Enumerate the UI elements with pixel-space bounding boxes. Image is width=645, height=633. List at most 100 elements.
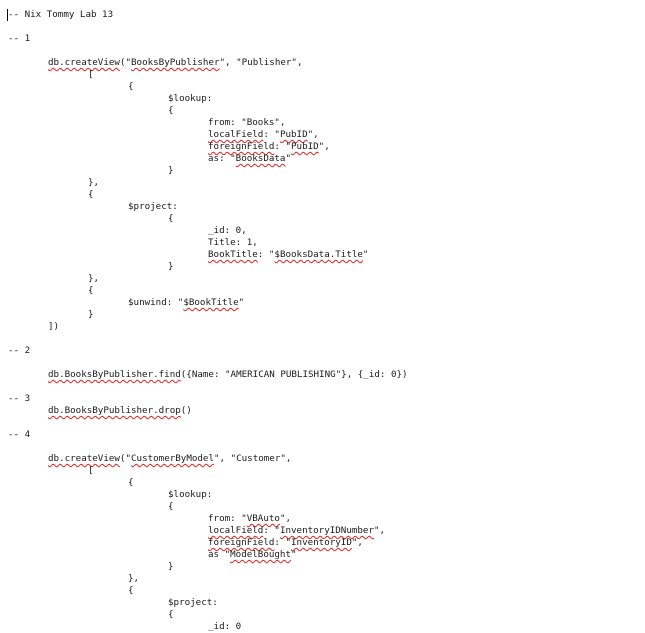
code-text: () bbox=[180, 405, 192, 416]
code-text: Title: 1, bbox=[208, 237, 258, 248]
spellcheck-flagged-word: db.BooksByPublisher.find bbox=[48, 369, 181, 380]
code-text: } bbox=[88, 309, 94, 320]
code-text: }, bbox=[88, 273, 100, 284]
code-line: { bbox=[168, 501, 174, 513]
spellcheck-flagged-word: db.createView bbox=[48, 57, 120, 68]
spellcheck-flagged-word: foreignField bbox=[208, 141, 275, 152]
code-text: $lookup: bbox=[168, 93, 213, 104]
code-text: _id: 0, bbox=[208, 225, 247, 236]
code-line: $unwind: "$BookTitle" bbox=[128, 297, 244, 309]
code-text: : " bbox=[257, 249, 275, 260]
code-line: db.createView("BooksByPublisher", "Publi… bbox=[48, 57, 303, 69]
code-line: ]) bbox=[48, 321, 59, 333]
code-text: { bbox=[168, 213, 174, 224]
code-line: _id: 0, bbox=[208, 225, 247, 237]
spellcheck-flagged-word: $BookTitle bbox=[183, 297, 239, 308]
code-text: " bbox=[285, 153, 292, 164]
spellcheck-flagged-word: foreignField bbox=[208, 537, 275, 548]
code-line: { bbox=[88, 285, 94, 297]
code-text: $project: bbox=[128, 201, 178, 212]
code-text: _id: 0 bbox=[208, 621, 242, 632]
code-line: }, bbox=[88, 177, 99, 189]
code-text: " bbox=[291, 549, 297, 560]
code-line: BookTitle: "$BooksData.Title" bbox=[208, 249, 368, 261]
spellcheck-flagged-word: InventoryIDNumber bbox=[279, 525, 374, 536]
spellcheck-flagged-word: db.createView bbox=[48, 453, 120, 464]
code-text: { bbox=[168, 609, 174, 620]
code-text: $unwind: " bbox=[128, 297, 184, 308]
code-line: { bbox=[168, 609, 174, 621]
spellcheck-flagged-word: BooksByPublisher bbox=[131, 57, 220, 68]
code-line: Title: 1, bbox=[208, 237, 258, 249]
comment-line: -- 3 bbox=[8, 393, 30, 405]
spellcheck-flagged-word: localField bbox=[208, 525, 264, 536]
code-text: -- 2 bbox=[8, 345, 31, 356]
code-text: ]) bbox=[48, 321, 60, 332]
code-text: ", bbox=[351, 537, 363, 548]
code-text: { bbox=[88, 285, 94, 296]
code-text: }, bbox=[88, 177, 100, 188]
code-text: { bbox=[168, 105, 174, 116]
code-text: { bbox=[128, 81, 134, 92]
code-line: { bbox=[128, 81, 134, 93]
comment-line: -- Nix Tommy Lab 13 bbox=[8, 9, 113, 21]
code-text: ({Name: "AMERICAN PUBLISHING"}, {_id: 0}… bbox=[180, 369, 408, 380]
code-line: localField: "PubID", bbox=[208, 129, 319, 141]
code-line: } bbox=[168, 261, 174, 273]
code-line: from: "VBAuto", bbox=[208, 513, 291, 525]
code-line: [ bbox=[88, 465, 94, 477]
spellcheck-flagged-word: BookTitle bbox=[208, 249, 258, 260]
code-text: { bbox=[168, 501, 174, 512]
code-line: _id: 0 bbox=[208, 621, 241, 633]
code-text: { bbox=[128, 477, 134, 488]
code-line: $lookup: bbox=[168, 489, 212, 501]
code-line: { bbox=[128, 585, 134, 597]
code-line: $project: bbox=[128, 201, 178, 213]
code-line: $project: bbox=[168, 597, 218, 609]
code-text: -- Nix Tommy Lab 13 bbox=[8, 9, 114, 20]
code-text: : " bbox=[274, 537, 291, 548]
code-line: foreignField: "PubID", bbox=[208, 141, 330, 153]
code-line: }, bbox=[88, 273, 99, 285]
code-line: localField: "InventoryIDNumber", bbox=[208, 525, 385, 537]
text-cursor bbox=[7, 9, 8, 21]
code-text: from: " bbox=[208, 513, 247, 524]
spellcheck-flagged-word: BooksData bbox=[235, 153, 286, 164]
code-text: : " bbox=[274, 141, 291, 152]
spellcheck-flagged-word: localField bbox=[208, 129, 264, 140]
code-line: }, bbox=[128, 573, 139, 585]
code-text: { bbox=[88, 189, 94, 200]
code-line: db.BooksByPublisher.find({Name: "AMERICA… bbox=[48, 369, 408, 381]
code-line: } bbox=[168, 165, 174, 177]
code-text: } bbox=[168, 261, 174, 272]
code-line: as "ModelBought" bbox=[208, 549, 297, 561]
code-line: { bbox=[128, 477, 134, 489]
code-text: ", bbox=[318, 141, 330, 152]
code-line: [ bbox=[88, 69, 94, 81]
code-text: ", bbox=[307, 129, 319, 140]
code-line: $lookup: bbox=[168, 93, 212, 105]
code-text: -- 3 bbox=[8, 393, 31, 404]
spellcheck-flagged-word: db.BooksByPublisher.drop bbox=[48, 405, 181, 416]
code-line: { bbox=[168, 105, 174, 117]
comment-line: -- 1 bbox=[8, 33, 30, 45]
spellcheck-flagged-word: PubID bbox=[279, 129, 308, 140]
code-text: ", bbox=[279, 513, 292, 524]
code-text: } bbox=[168, 561, 174, 572]
code-line: db.BooksByPublisher.drop() bbox=[48, 405, 192, 417]
spellcheck-flagged-word: InventoryID bbox=[291, 537, 352, 548]
code-text: : " bbox=[263, 525, 280, 536]
spellcheck-flagged-word: ModelBought bbox=[230, 549, 291, 560]
code-text: { bbox=[128, 585, 134, 596]
code-text: (" bbox=[119, 453, 131, 464]
spellcheck-flagged-word: CustomerByModel bbox=[131, 453, 214, 464]
code-text: } bbox=[168, 165, 174, 176]
code-text: -- 1 bbox=[8, 33, 31, 44]
spellcheck-flagged-word: PubID bbox=[291, 141, 319, 152]
code-text: -- 4 bbox=[8, 429, 31, 440]
code-text: : " bbox=[263, 129, 280, 140]
code-text: as: " bbox=[208, 153, 236, 164]
code-text: (" bbox=[119, 57, 131, 68]
code-line: as: "BooksData" bbox=[208, 153, 291, 165]
